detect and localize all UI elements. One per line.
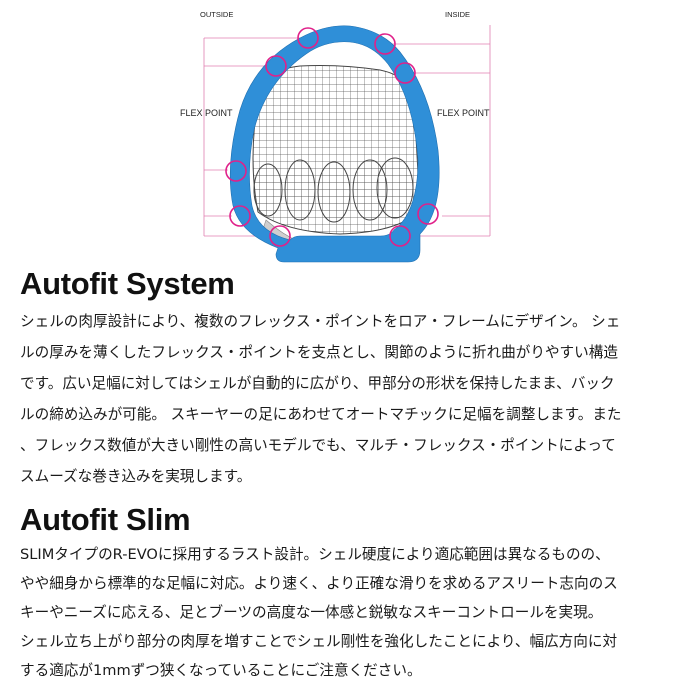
text-line: キーやニーズに応える、足とブーツの高度な一体感と鋭敏なスキーコントロールを実現。 xyxy=(20,604,603,621)
flex-point-marker xyxy=(269,225,291,247)
guide-lines-left xyxy=(203,37,300,237)
text-line: SLIMタイプのR-EVOに採用するラスト設計。シェル硬度により適応範囲は異なる… xyxy=(20,546,610,563)
label-outside: OUTSIDE xyxy=(200,10,233,19)
flex-point-marker xyxy=(374,33,396,55)
label-flex-point-left: FLEX POINT xyxy=(180,108,233,118)
flex-point-marker xyxy=(225,160,247,182)
boot-shell xyxy=(229,25,440,263)
text-line: する適応が1mmずつ狭くなっていることにご注意ください。 xyxy=(20,662,422,679)
text-line: やや細身から標準的な足幅に対応。より速く、より正確な滑りを求めるアスリート志向の… xyxy=(20,575,618,592)
section-title-autofit-system: Autofit System xyxy=(20,266,235,301)
text-line: シェルの肉厚設計により、複数のフレックス・ポイントをロア・フレームにデザイン。 … xyxy=(20,313,621,330)
flex-point-marker xyxy=(265,55,287,77)
text-line: シェル立ち上がり部分の肉厚を増すことでシェル剛性を強化したことにより、幅広方向に… xyxy=(20,633,618,650)
flex-point-marker xyxy=(394,62,416,84)
flex-point-marker xyxy=(229,205,251,227)
text-line: ルの締め込みが可能。 スキーヤーの足にあわせてオートマチックに足幅を調整します。… xyxy=(20,406,622,423)
section-title-autofit-slim: Autofit Slim xyxy=(20,502,191,537)
flex-point-marker xyxy=(417,203,439,225)
section-body-autofit-slim: SLIMタイプのR-EVOに採用するラスト設計。シェル硬度により適応範囲は異なる… xyxy=(20,540,684,685)
foot-wireframe xyxy=(252,65,421,235)
flex-point-markers xyxy=(225,27,439,247)
flex-point-marker xyxy=(297,27,319,49)
text-line: 、フレックス数値が大きい剛性の高いモデルでも、マルチ・フレックス・ポイントによっ… xyxy=(20,437,616,454)
label-flex-point-right: FLEX POINT xyxy=(437,108,490,118)
text-line: です。広い足幅に対してはシェルが自動的に広がり、甲部分の形状を保持したまま、バッ… xyxy=(20,375,615,392)
guide-lines-right xyxy=(392,25,491,237)
label-inside: INSIDE xyxy=(445,10,470,19)
text-line: ルの厚みを薄くしたフレックス・ポイントを支点とし、関節のように折れ曲がりやすい構… xyxy=(20,344,618,361)
boot-shell-cross-section-diagram: OUTSIDE INSIDE FLEX POINT FLEX POINT xyxy=(180,10,491,263)
flex-point-marker xyxy=(389,225,411,247)
section-body-autofit-system: シェルの肉厚設計により、複数のフレックス・ポイントをロア・フレームにデザイン。 … xyxy=(20,306,684,492)
text-line: スムーズな巻き込みを実現します。 xyxy=(20,468,252,485)
